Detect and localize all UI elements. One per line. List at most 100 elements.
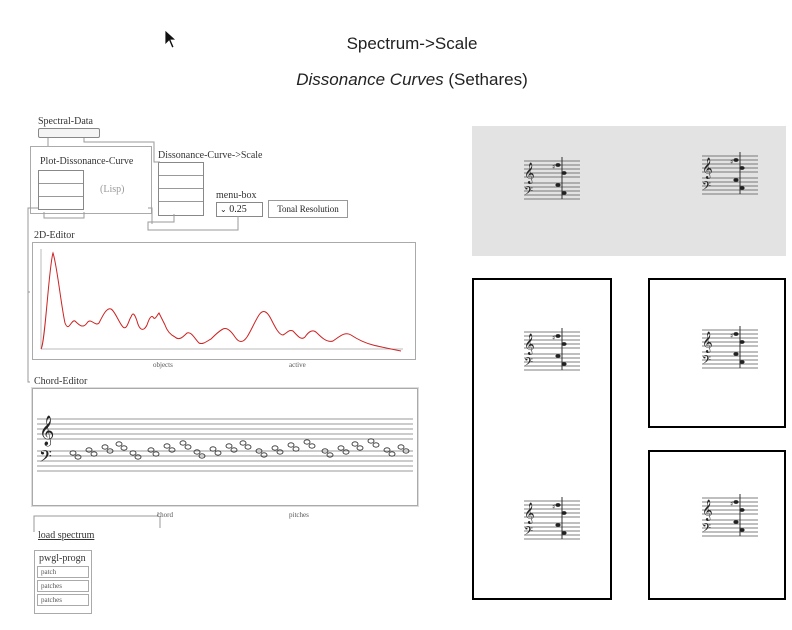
note-head	[555, 523, 561, 527]
chord-note	[287, 442, 295, 448]
note-head	[561, 191, 567, 195]
note-head	[555, 183, 561, 187]
chord-note	[255, 448, 263, 454]
pwgl-progn-box[interactable]: pwgl-progn patch patches patches	[34, 550, 92, 614]
chord-note	[69, 450, 77, 456]
chord-note	[383, 447, 391, 453]
tall-score-panel	[472, 278, 612, 600]
chord-note	[184, 444, 192, 450]
chord-note	[209, 446, 217, 452]
patches-item-2[interactable]: patches	[37, 594, 89, 606]
chord-note	[163, 443, 171, 449]
plot-dissonance-inputs[interactable]	[38, 170, 84, 210]
chord-note	[179, 440, 187, 446]
score-panel-bottom-right	[648, 450, 786, 600]
chord-note	[225, 443, 233, 449]
load-spectrum-button[interactable]: load spectrum	[38, 530, 95, 541]
note-head	[733, 332, 739, 336]
bass-clef-icon: 𝄢	[702, 354, 711, 370]
note-head	[555, 503, 561, 507]
chord-note	[321, 448, 329, 454]
treble-clef-icon: 𝄞	[39, 415, 54, 447]
objects-label: objects	[153, 361, 173, 369]
menu-box-arrow-icon: ⌄	[220, 205, 227, 214]
chord-note	[260, 452, 268, 458]
plot-dissonance-curve-label: Plot-Dissonance-Curve	[40, 156, 134, 167]
chord-note	[90, 451, 98, 457]
note-head	[555, 354, 561, 358]
chord-note	[239, 440, 247, 446]
chord-note	[292, 446, 300, 452]
pwgl-patch: Spectral-Data Plot-Dissonance-Curve (Lis…	[24, 112, 424, 622]
chord-note	[351, 441, 359, 447]
chord-note	[85, 447, 93, 453]
treble-clef-icon: 𝄞	[524, 503, 535, 524]
tonal-resolution-box: Tonal Resolution	[268, 200, 348, 218]
treble-clef-icon: 𝄞	[702, 332, 713, 353]
pwgl-progn-label: pwgl-progn	[39, 553, 86, 564]
bass-clef-icon: 𝄢	[702, 522, 711, 538]
treble-clef-icon: 𝄞	[702, 158, 713, 179]
chord-editor-staff: 𝄞 𝄢	[37, 415, 413, 472]
chord-note	[244, 444, 252, 450]
2d-editor-plot-area	[39, 245, 403, 355]
note-head	[561, 171, 567, 175]
score-panel-top-right	[648, 278, 786, 428]
note-head	[561, 511, 567, 515]
grand-staff-6: 𝄞𝄢♯	[702, 494, 758, 538]
subtitle-rest: (Sethares)	[443, 70, 528, 89]
grand-staff-1: 𝄞𝄢♯	[524, 157, 580, 201]
pitches-label: pitches	[289, 511, 309, 519]
note-head	[555, 334, 561, 338]
chord-note	[214, 450, 222, 456]
chord-note	[115, 441, 123, 447]
dissonance-curve-scale-box[interactable]	[158, 162, 204, 216]
patch-item[interactable]: patch	[37, 566, 89, 578]
note-head	[555, 163, 561, 167]
chord-note	[356, 445, 364, 451]
spectral-data-label: Spectral-Data	[38, 116, 93, 127]
chord-note	[120, 445, 128, 451]
chord-label: chord	[157, 511, 173, 519]
grand-staff-5: 𝄞𝄢♯	[524, 497, 580, 541]
chord-note	[101, 444, 109, 450]
note-head	[739, 360, 745, 364]
note-head	[739, 508, 745, 512]
menu-box-label: menu-box	[216, 190, 257, 201]
chord-note	[271, 445, 279, 451]
bass-clef-icon: 𝄢	[524, 185, 533, 201]
chord-note	[152, 451, 160, 457]
chord-note	[168, 447, 176, 453]
chord-note	[397, 444, 405, 450]
note-head	[733, 520, 739, 524]
sharp-icon: ♯	[552, 163, 555, 171]
chord-note	[402, 448, 410, 454]
note-head	[739, 528, 745, 532]
chord-note	[276, 449, 284, 455]
page-title: Spectrum->Scale	[346, 34, 478, 53]
chord-note	[326, 452, 334, 458]
chord-note	[230, 447, 238, 453]
mouse-cursor-icon	[164, 29, 178, 49]
note-head	[561, 531, 567, 535]
chord-note	[367, 438, 375, 444]
spectral-data-box[interactable]	[38, 128, 100, 138]
note-head	[733, 158, 739, 162]
chord-note	[303, 439, 311, 445]
chord-note	[337, 445, 345, 451]
dissonance-curve	[40, 249, 403, 352]
patch-wires	[27, 138, 239, 532]
patches-item-1[interactable]: patches	[37, 580, 89, 592]
note-head	[739, 340, 745, 344]
note-head	[561, 342, 567, 346]
2d-editor[interactable]: objects active	[32, 242, 416, 369]
menu-box-number: 0.25	[229, 204, 247, 215]
chord-note	[372, 442, 380, 448]
menu-box-value[interactable]: ⌄ 0.25	[216, 202, 263, 217]
dissonance-curve-scale-label: Dissonance-Curve->Scale	[158, 150, 263, 161]
chord-note	[134, 454, 142, 460]
treble-clef-icon: 𝄞	[524, 334, 535, 355]
chord-editor[interactable]: 𝄞 𝄢 chord pitches	[32, 388, 418, 519]
chord-note	[198, 453, 206, 459]
bass-clef-icon: 𝄢	[524, 356, 533, 372]
